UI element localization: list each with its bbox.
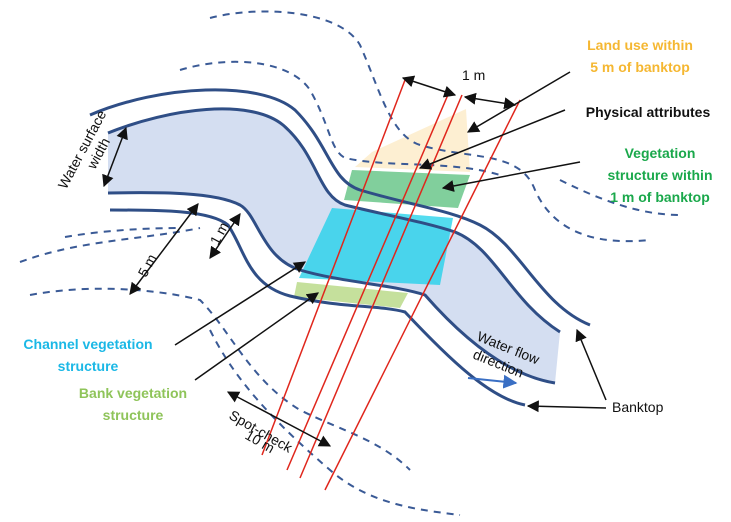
vegetation-label-1: Vegetation <box>625 145 696 161</box>
spot-check-arrow <box>226 391 332 447</box>
banktop-leader-1 <box>575 328 607 401</box>
one-m-top-arrow <box>401 75 457 98</box>
channel-veg-label-1: Channel vegetation <box>23 336 152 352</box>
one-m-top-label: 1 m <box>462 67 485 83</box>
land-use-label-1: Land use within <box>587 37 693 53</box>
banktop-label: Banktop <box>612 399 664 415</box>
banktop-leader-2 <box>526 400 607 413</box>
vegetation-label-2: structure within <box>607 167 712 183</box>
physical-leader <box>418 109 566 170</box>
bank-leader <box>194 292 319 381</box>
land-use-label-2: 5 m of banktop <box>590 59 690 75</box>
channel-leader <box>174 261 307 346</box>
flow-direction-arrow <box>467 374 518 389</box>
one-m-top-arrow-2 <box>463 92 517 110</box>
vegetation-leader <box>441 161 581 192</box>
bank-veg-label-1: Bank vegetation <box>79 385 187 401</box>
five-m-arrow <box>129 203 199 295</box>
one-m-left-arrow <box>209 213 241 259</box>
channel-vegetation-zone <box>299 208 453 285</box>
bank-vegetation-zone <box>294 282 408 308</box>
land-use-zone <box>355 109 470 172</box>
physical-attributes-label: Physical attributes <box>586 104 711 120</box>
channel-veg-label-2: structure <box>58 358 119 374</box>
water-width-arrow <box>102 126 128 188</box>
bank-veg-label-2: structure <box>103 407 164 423</box>
five-m-label: 5 m <box>135 251 160 279</box>
land-use-leader <box>466 71 571 133</box>
vegetation-label-3: 1 m of banktop <box>610 189 710 205</box>
